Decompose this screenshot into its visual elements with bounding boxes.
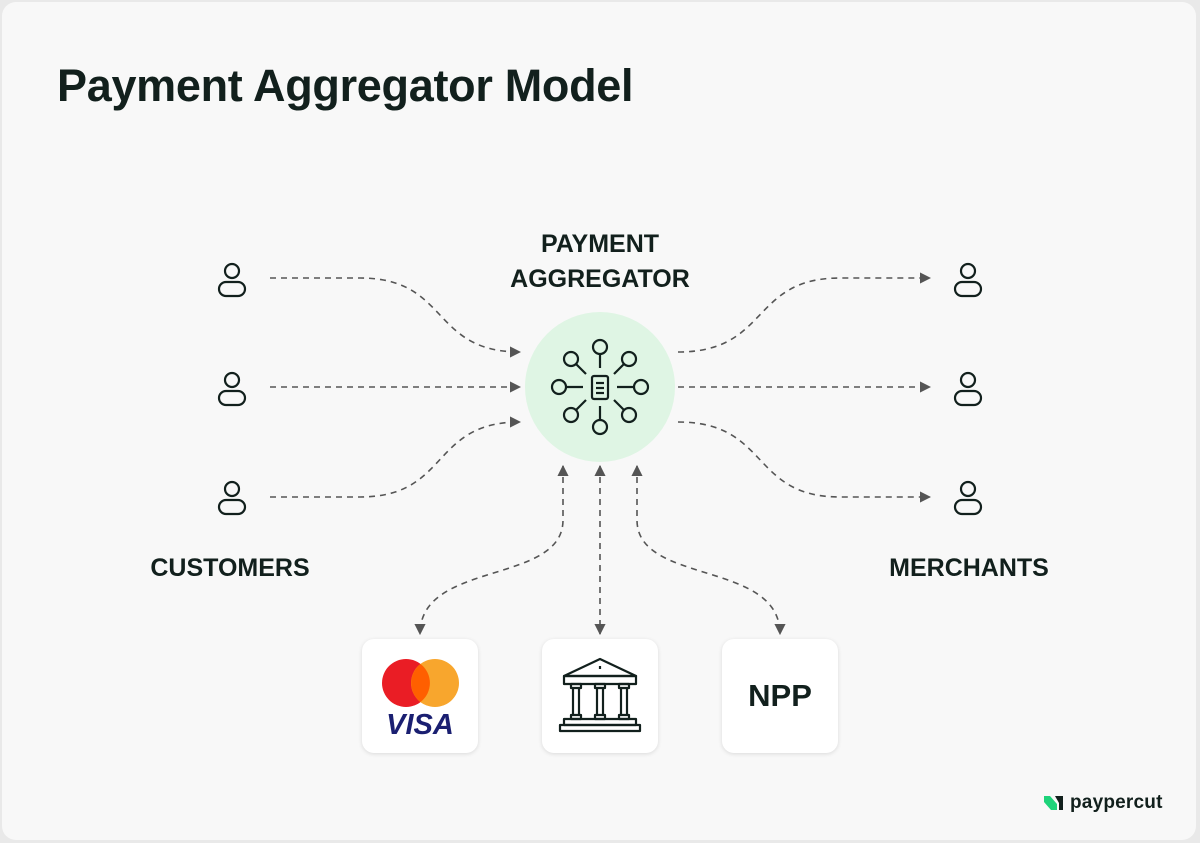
customers-label: CUSTOMERS: [150, 554, 310, 582]
merchant-user-icon-1: [953, 262, 983, 298]
visa-icon: VISA: [386, 709, 454, 741]
bank-tile: [542, 639, 658, 753]
hub-label-line-1: PAYMENT: [540, 230, 660, 258]
customer-user-icon-3: [217, 480, 247, 516]
npp-label: NPP: [748, 678, 812, 713]
merchant-user-icon-3: [953, 480, 983, 516]
bank-icon: [558, 657, 642, 733]
arrow-hub-to-merchant-3: [677, 421, 932, 503]
mastercard-icon: [382, 659, 459, 707]
arrow-hub-cards: [414, 464, 569, 636]
hub-label-line-2: AGGREGATOR: [510, 265, 690, 293]
page-title: Payment Aggregator Model: [57, 60, 634, 111]
merchant-user-icon-2: [953, 371, 983, 407]
merchants-label: MERCHANTS: [889, 554, 1049, 582]
customer-user-icon-2: [217, 371, 247, 407]
hub-label: PAYMENT AGGREGATOR: [480, 227, 720, 297]
cards-tile: VISA: [362, 639, 478, 753]
npp-tile: NPP: [722, 639, 838, 753]
network-hub-icon: [550, 338, 650, 436]
customer-user-icon-1: [217, 262, 247, 298]
arrow-customer-1-to-hub: [270, 277, 522, 358]
arrow-customer-3-to-hub: [270, 416, 522, 498]
arrow-hub-to-merchant-1: [677, 272, 932, 353]
arrow-hub-npp: [631, 464, 786, 636]
brand: paypercut: [1044, 791, 1163, 815]
paypercut-logo-icon: [1044, 796, 1063, 810]
brand-name: paypercut: [1070, 792, 1163, 813]
